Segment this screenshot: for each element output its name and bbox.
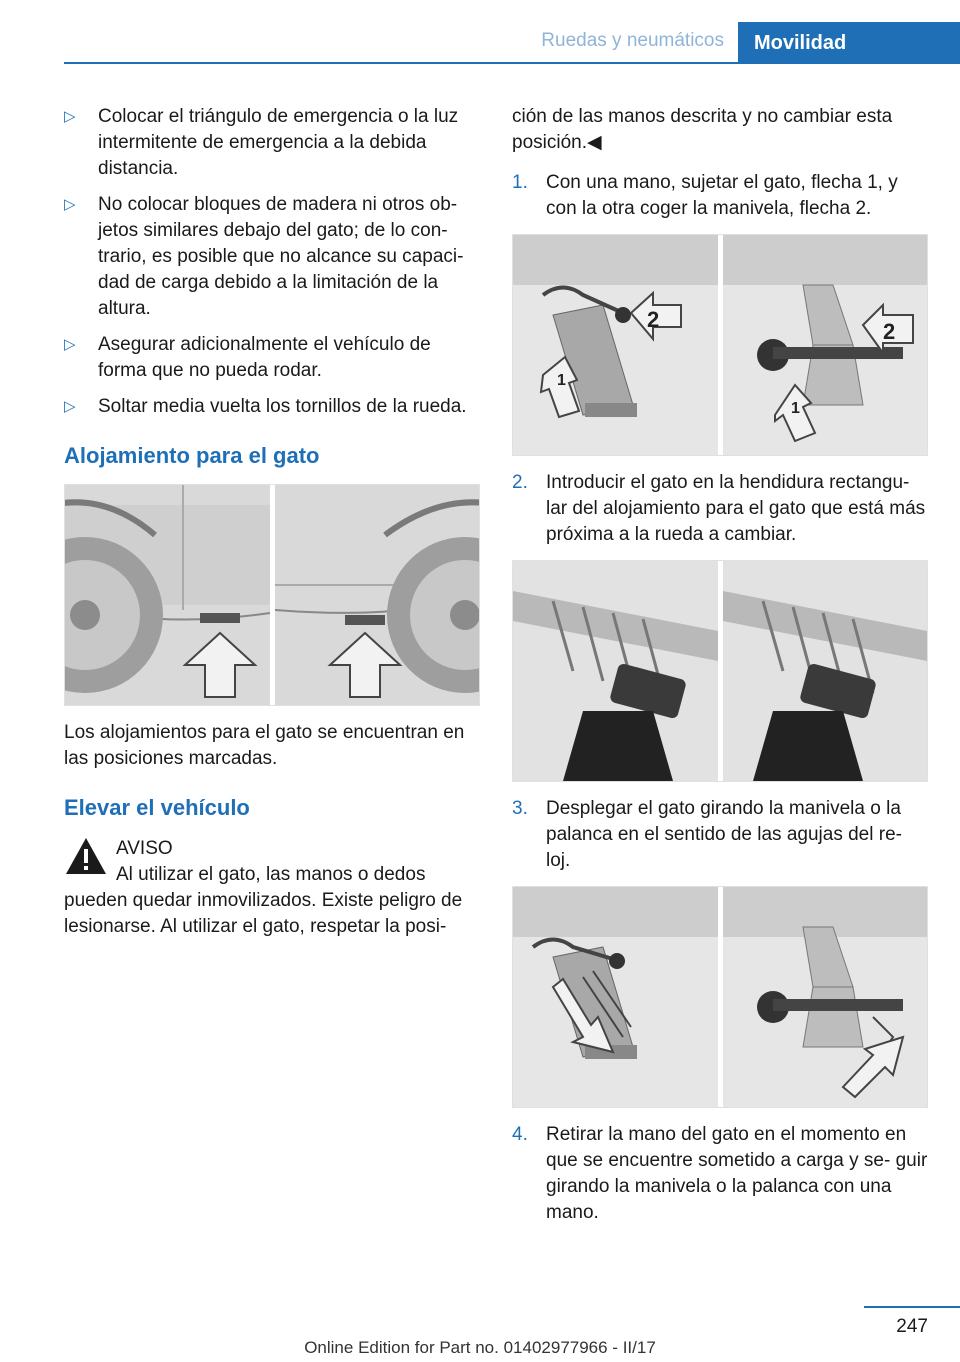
- triangle-bullet-icon: ▷: [64, 398, 76, 415]
- header-chapter-tab: Movilidad: [738, 22, 960, 64]
- arrow-label: 2: [883, 319, 895, 344]
- list-item: ▷Colocar el triángulo de emergencia o la…: [64, 106, 459, 179]
- triangle-bullet-icon: ▷: [64, 336, 76, 353]
- step-item: 3.Desplegar el gato girando la manivela …: [512, 798, 902, 871]
- jack-points-figure: [64, 484, 480, 706]
- step2-figure: [512, 560, 928, 782]
- section-heading-raise-vehicle: Elevar el vehículo: [64, 795, 250, 820]
- arrow-label: 1: [557, 372, 566, 389]
- steps-list: 3.Desplegar el gato girando la manivela …: [512, 796, 928, 874]
- header-section-title: Ruedas y neumáticos: [541, 30, 724, 51]
- warning-text: Al utilizar el gato, las manos o dedos p…: [64, 864, 463, 937]
- right-column: ción de las manos descrita y no cambiar …: [512, 104, 928, 1238]
- precaution-list: ▷Colocar el triángulo de emergencia o la…: [64, 104, 480, 420]
- list-item: ▷Soltar media vuelta los tornillos de la…: [64, 394, 480, 420]
- jack-points-caption: Los alojamientos para el gato se encuent…: [64, 722, 465, 769]
- steps-list: 4.Retirar la mano del gato en el momento…: [512, 1122, 928, 1226]
- arrow-label: 1: [791, 400, 800, 417]
- jack-points-illustration: [65, 485, 479, 705]
- list-item: ▷Asegurar adicionalmente el vehículo de …: [64, 334, 431, 381]
- section-heading-jack-points: Alojamiento para el gato: [64, 443, 320, 468]
- header-rule: [64, 62, 960, 64]
- warning-triangle-icon: [64, 836, 108, 884]
- warning-title: AVISO: [116, 838, 173, 859]
- step1-figure: 2 1 2 1: [512, 234, 928, 456]
- step-item: 4.Retirar la mano del gato en el momento…: [512, 1124, 928, 1223]
- page-number: 247: [896, 1316, 928, 1337]
- warning-continuation: ción de las manos descrita y no cambiar …: [512, 106, 893, 153]
- warning-block: AVISO Al utilizar el gato, las manos o d…: [64, 836, 480, 940]
- triangle-bullet-icon: ▷: [64, 196, 76, 213]
- steps-list: 2.Introducir el gato en la hendidura rec…: [512, 470, 928, 548]
- step-item: 1.Con una mano, sujetar el gato, flecha …: [512, 172, 898, 219]
- left-column: ▷Colocar el triángulo de emergencia o la…: [64, 104, 480, 940]
- step3-figure: [512, 886, 928, 1108]
- list-item: ▷No colocar bloques de madera ni otros o…: [64, 194, 464, 319]
- step-item: 2.Introducir el gato en la hendidura rec…: [512, 472, 926, 545]
- page-rule: [864, 1306, 960, 1308]
- edition-footer: Online Edition for Part no. 01402977966 …: [304, 1338, 656, 1357]
- steps-list: 1.Con una mano, sujetar el gato, flecha …: [512, 170, 928, 222]
- arrow-label: 2: [647, 307, 659, 332]
- triangle-bullet-icon: ▷: [64, 108, 76, 125]
